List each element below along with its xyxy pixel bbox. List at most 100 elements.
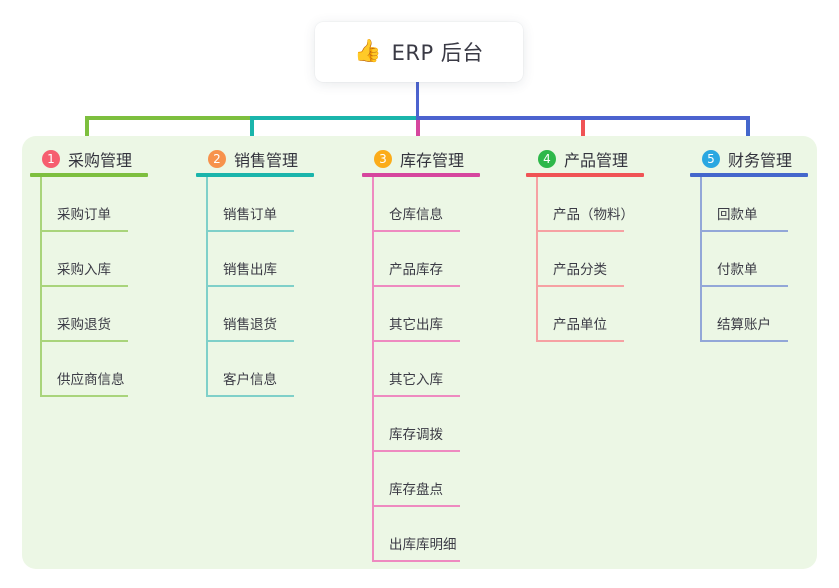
child-label: 采购入库 [57,262,111,278]
numbered-badge: 3 [374,150,392,168]
child-underline [536,230,624,232]
child-node[interactable]: 销售出库 [206,232,294,287]
child-label: 产品库存 [389,262,443,278]
child-node[interactable]: 采购入库 [40,232,128,287]
branch-child-rail [372,177,374,562]
branch-underline [196,173,314,177]
child-underline [206,395,294,397]
child-underline [372,560,460,562]
child-node[interactable]: 出库库明细 [372,507,460,562]
child-node[interactable]: 采购订单 [40,177,128,232]
branch-child-rail [536,177,538,342]
branch-2: 2 销售管理 销售订单 销售出库 销售退货 客户信息 [196,146,346,397]
child-underline [372,340,460,342]
child-label: 采购订单 [57,207,111,223]
branch-3: 3 库存管理 仓库信息 产品库存 其它出库 其它入库 库存调拨 库存盘点 出库库… [362,146,512,562]
child-label: 回款单 [717,207,758,223]
child-underline [40,340,128,342]
branch-4: 4 产品管理 产品（物料） 产品分类 产品单位 [526,146,676,342]
child-node[interactable]: 客户信息 [206,342,294,397]
child-label: 客户信息 [223,372,277,388]
numbered-badge: 2 [208,150,226,168]
child-node[interactable]: 产品（物料） [536,177,634,232]
child-label: 销售出库 [223,262,277,278]
child-label: 其它入库 [389,372,443,388]
branch-header-1[interactable]: 1 采购管理 [30,146,180,172]
child-label: 结算账户 [717,317,771,333]
branch-1: 1 采购管理 采购订单 采购入库 采购退货 供应商信息 [30,146,180,397]
child-label: 仓库信息 [389,207,443,223]
child-label: 产品分类 [553,262,607,278]
child-label: 产品（物料） [553,207,634,223]
child-underline [700,230,788,232]
child-node[interactable]: 付款单 [700,232,788,287]
child-node[interactable]: 供应商信息 [40,342,128,397]
branches-panel [22,136,817,569]
branch-label: 财务管理 [728,151,793,170]
branch-header-2[interactable]: 2 销售管理 [196,146,346,172]
child-underline [206,230,294,232]
branch-children: 销售订单 销售出库 销售退货 客户信息 [206,177,294,397]
numbered-badge: 5 [702,150,720,168]
branch-header-4[interactable]: 4 产品管理 [526,146,676,172]
child-node[interactable]: 库存调拨 [372,397,460,452]
branch-child-rail [700,177,702,342]
child-node[interactable]: 产品库存 [372,232,460,287]
branch-children: 产品（物料） 产品分类 产品单位 [536,177,634,342]
child-underline [700,285,788,287]
child-underline [700,340,788,342]
branch-underline [690,173,808,177]
child-label: 产品单位 [553,317,607,333]
branch-label: 产品管理 [564,151,629,170]
branch-5: 5 财务管理 回款单 付款单 结算账户 [690,146,839,342]
branch-header-5[interactable]: 5 财务管理 [690,146,839,172]
child-node[interactable]: 仓库信息 [372,177,460,232]
child-node[interactable]: 其它入库 [372,342,460,397]
connector-branch-2-drop [250,116,254,146]
child-label: 出库库明细 [389,537,457,553]
child-label: 其它出库 [389,317,443,333]
child-underline [206,285,294,287]
connector-rail-right [416,116,750,120]
child-node[interactable]: 产品单位 [536,287,624,342]
child-underline [372,230,460,232]
child-underline [40,285,128,287]
child-node[interactable]: 采购退货 [40,287,128,342]
connector-branch-4-drop [581,116,585,146]
child-node[interactable]: 产品分类 [536,232,624,287]
numbered-badge: 4 [538,150,556,168]
child-node[interactable]: 其它出库 [372,287,460,342]
branch-child-rail [40,177,42,397]
branch-header-3[interactable]: 3 库存管理 [362,146,512,172]
child-label: 采购退货 [57,317,111,333]
child-underline [372,505,460,507]
child-underline [206,340,294,342]
child-label: 付款单 [717,262,758,278]
branch-child-rail [206,177,208,397]
branch-underline [30,173,148,177]
child-label: 供应商信息 [57,372,125,388]
thumbs-up-icon: 👍 [354,39,382,64]
child-node[interactable]: 库存盘点 [372,452,460,507]
child-underline [372,450,460,452]
connector-root-vertical [416,82,419,118]
connector-branch-5-drop [746,116,750,146]
child-underline [372,285,460,287]
branch-label: 库存管理 [400,151,465,170]
branch-children: 回款单 付款单 结算账户 [700,177,788,342]
child-underline [372,395,460,397]
branch-underline [362,173,480,177]
root-title: ERP 后台 [391,41,484,65]
child-label: 库存调拨 [389,427,443,443]
root-node-erp[interactable]: 👍 ERP 后台 [315,22,523,82]
child-node[interactable]: 销售退货 [206,287,294,342]
child-node[interactable]: 回款单 [700,177,788,232]
branch-label: 采购管理 [68,151,133,170]
child-label: 库存盘点 [389,482,443,498]
branch-label: 销售管理 [234,151,299,170]
child-node[interactable]: 销售订单 [206,177,294,232]
numbered-badge: 1 [42,150,60,168]
child-node[interactable]: 结算账户 [700,287,788,342]
branch-underline [526,173,644,177]
